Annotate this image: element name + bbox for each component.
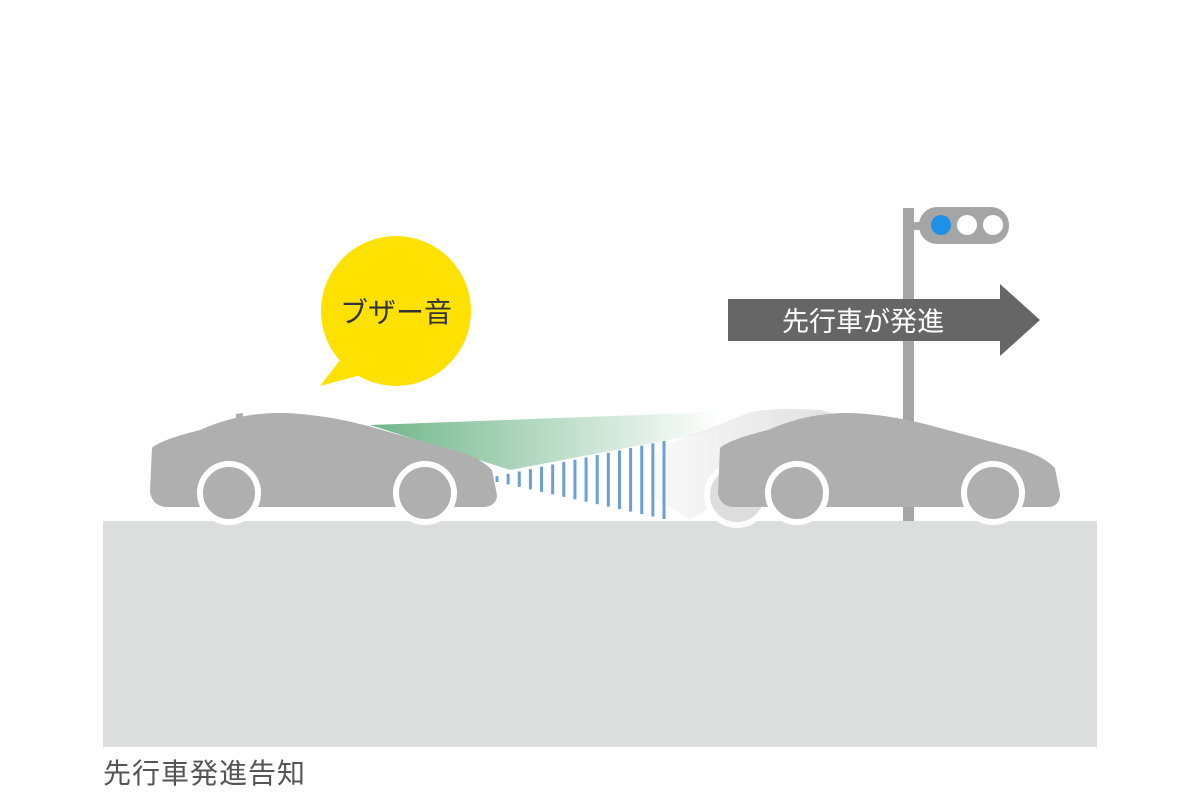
leading-car <box>718 412 1060 525</box>
speech-bubble-tail <box>320 360 372 386</box>
yellow-lamp-icon <box>957 215 977 235</box>
speech-bubble <box>321 236 471 386</box>
arrow-label: 先行車が発進 <box>782 307 944 338</box>
sonar-waves <box>495 441 666 519</box>
arrow-shape <box>728 284 1040 356</box>
traffic-light-pole <box>903 208 914 521</box>
buzzer-label: ブザー音 <box>340 296 452 329</box>
own-car-rear-wheel-icon <box>197 461 261 525</box>
sensor-beam <box>370 412 720 470</box>
leading-car-rear-wheel-icon <box>765 461 829 525</box>
traffic-light <box>903 207 1009 521</box>
red-lamp-icon <box>983 215 1003 235</box>
green-lamp-icon <box>931 215 951 235</box>
diagram-caption: 先行車発進告知 <box>103 757 307 790</box>
road <box>103 521 1097 747</box>
leading-car-front-wheel-icon <box>961 461 1025 525</box>
own-car-front-wheel-icon <box>393 461 457 525</box>
departure-arrow: 先行車が発進 <box>728 284 1040 356</box>
buzzer-speech-bubble: ブザー音 <box>320 236 471 386</box>
own-car <box>150 412 497 525</box>
